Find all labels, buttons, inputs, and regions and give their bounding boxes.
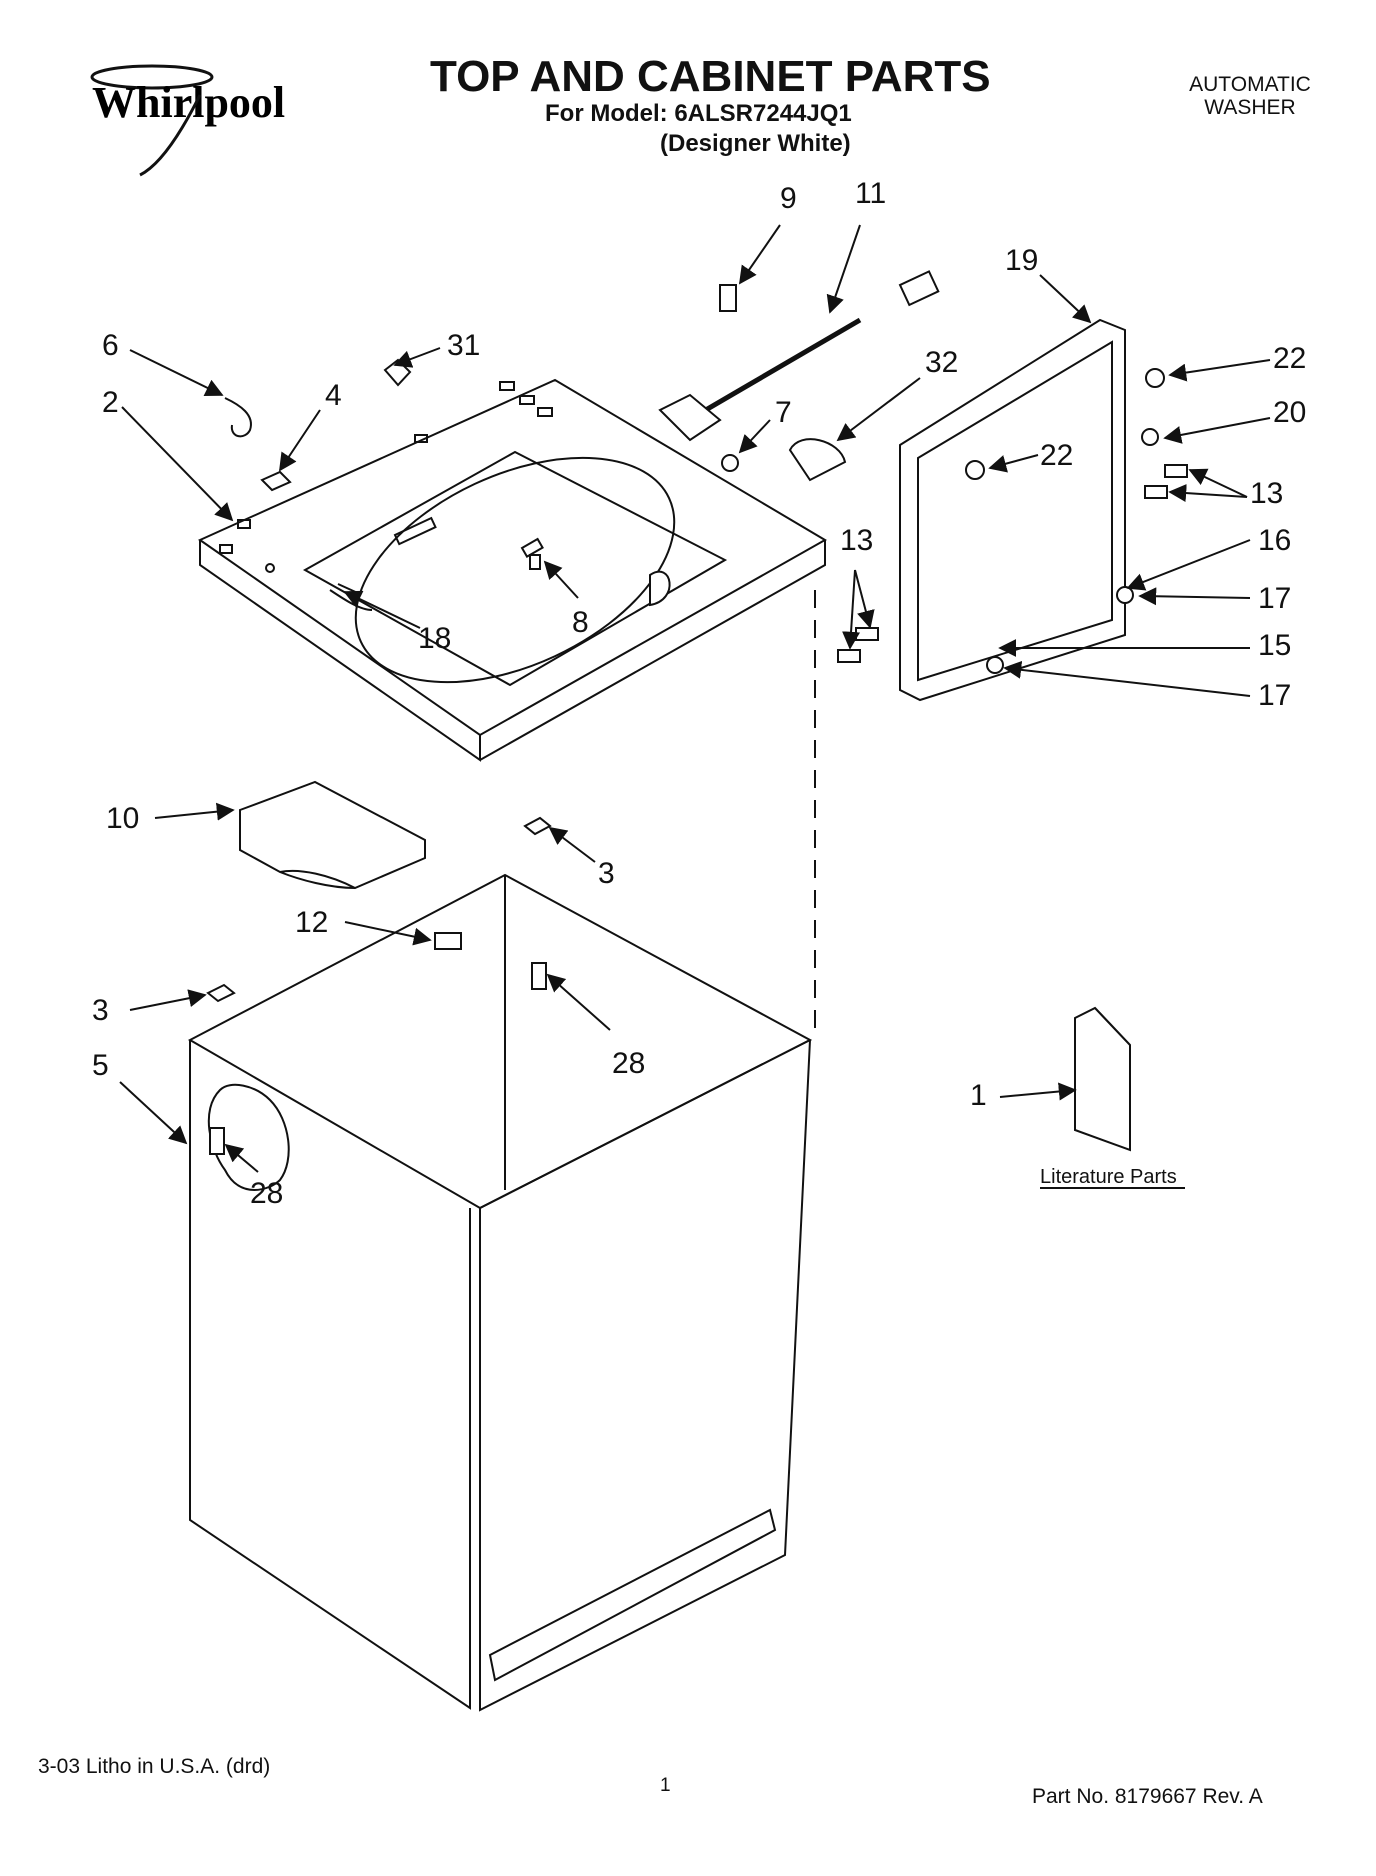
callout-31: 31 xyxy=(447,329,480,362)
callout-28-left: 28 xyxy=(250,1177,283,1210)
whirlpool-logo: Whirlpool xyxy=(80,55,315,180)
callout-7: 7 xyxy=(775,396,792,429)
literature-booklet xyxy=(1074,1006,1131,1152)
part-8-screw xyxy=(520,537,544,570)
callout-1: 1 xyxy=(970,1079,987,1112)
callout-10: 10 xyxy=(106,802,139,835)
callout-3-lower: 3 xyxy=(92,994,109,1027)
page-title: TOP AND CABINET PARTS xyxy=(430,52,991,101)
product-type-line2: WASHER xyxy=(1204,96,1296,119)
washer-top-panel xyxy=(197,378,827,762)
callout-3-upper: 3 xyxy=(598,857,615,890)
product-type: AUTOMATIC WASHER xyxy=(1150,73,1350,119)
callout-12: 12 xyxy=(295,906,328,939)
literature-parts-label: Literature Parts xyxy=(1040,1166,1177,1188)
callout-20: 20 xyxy=(1273,396,1306,429)
part-number: Part No. 8179667 Rev. A xyxy=(1032,1785,1263,1808)
callout-17-top: 17 xyxy=(1258,582,1291,615)
part-32-knob xyxy=(788,438,847,482)
callout-13-left: 13 xyxy=(840,524,873,557)
callout-22-mid: 22 xyxy=(1040,439,1073,472)
part-19-rear-frame xyxy=(899,318,1126,702)
callout-6: 6 xyxy=(102,329,119,362)
callout-2: 2 xyxy=(102,386,119,419)
callout-16: 16 xyxy=(1258,524,1291,557)
callout-32: 32 xyxy=(925,346,958,379)
callout-22-top: 22 xyxy=(1273,342,1306,375)
callout-5: 5 xyxy=(92,1049,109,1082)
callout-18: 18 xyxy=(418,622,451,655)
part-11-wire-harness xyxy=(678,317,862,428)
product-type-line1: AUTOMATIC xyxy=(1189,73,1311,96)
callout-19: 19 xyxy=(1005,244,1038,277)
print-info: 3-03 Litho in U.S.A. (drd) xyxy=(38,1755,271,1778)
model-color: (Designer White) xyxy=(660,130,851,157)
callout-11: 11 xyxy=(855,177,886,210)
callout-4: 4 xyxy=(325,379,342,412)
part-10-shield xyxy=(239,780,426,890)
part-6-hinge xyxy=(224,397,252,438)
callout-numbers: 6 2 4 31 9 11 19 32 7 22 20 22 13 16 17 … xyxy=(92,177,1306,1210)
callout-8: 8 xyxy=(572,606,589,639)
model-number: For Model: 6ALSR7244JQ1 xyxy=(545,100,852,127)
part-4-clip xyxy=(260,470,292,492)
callout-28-center: 28 xyxy=(612,1047,645,1080)
page-number: 1 xyxy=(660,1775,671,1796)
callout-9: 9 xyxy=(780,182,797,215)
callout-17-bottom: 17 xyxy=(1258,679,1291,712)
callout-15: 15 xyxy=(1258,629,1291,662)
cabinet-body xyxy=(187,590,816,1712)
callout-13-right: 13 xyxy=(1250,477,1283,510)
